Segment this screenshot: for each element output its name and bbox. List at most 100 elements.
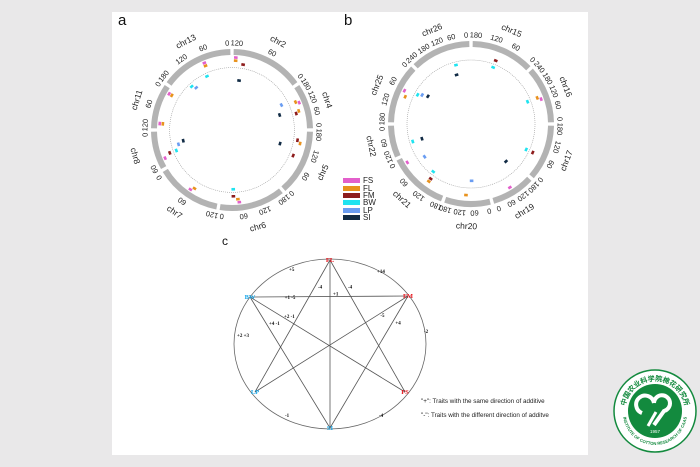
qtl-mark-lp <box>420 92 425 98</box>
qtl-mark-fs <box>233 56 238 59</box>
panel-label-b: b <box>344 12 353 29</box>
tick-label: 120 <box>489 33 504 45</box>
arc-label: -1 <box>285 414 290 419</box>
qtl-mark-fl <box>464 193 468 197</box>
qtl-mark-bw <box>174 148 179 153</box>
tick-label: 120 <box>382 150 395 165</box>
tick-label: 180 <box>469 30 482 40</box>
qtl-mark-fs <box>297 100 302 105</box>
tick-label: 120 <box>429 35 444 48</box>
qtl-mark-bw <box>189 84 194 89</box>
qtl-mark-fl <box>298 141 302 146</box>
arc-label: +2 +3 <box>237 334 249 339</box>
edge-label: +4 -1 <box>269 322 280 327</box>
tick-label: 60 <box>470 208 479 217</box>
qtl-mark-lp <box>469 179 474 183</box>
qtl-mark-fs <box>158 121 162 126</box>
legend-item-fs: FS <box>343 176 376 186</box>
qtl-mark-fl <box>535 95 540 101</box>
edge-label: +4 <box>395 321 401 326</box>
qtl-mark-si <box>503 159 509 164</box>
tick-label: 180 <box>428 199 443 212</box>
qtl-mark-lp <box>176 142 181 147</box>
qtl-mark-bw <box>525 99 530 104</box>
node-si: SI <box>327 425 334 432</box>
node-fm: FM <box>403 293 413 300</box>
chromosome-arc-chr15 <box>472 41 531 71</box>
chromosome-label: chr6 <box>249 220 268 234</box>
qtl-mark-fl <box>236 197 240 201</box>
qtl-mark-fs <box>167 91 172 97</box>
tick-label: 120 <box>547 84 560 99</box>
tick-label: 120 <box>379 92 391 107</box>
qtl-mark-fm <box>167 150 172 156</box>
tick-label: 0 <box>153 80 163 88</box>
tick-label: 60 <box>553 100 564 110</box>
edge-fm-si <box>329 295 409 429</box>
legend-label: FL <box>363 183 373 193</box>
tick-label: 60 <box>510 41 522 53</box>
qtl-mark-lp <box>194 85 199 90</box>
panel-label-c: c <box>222 234 228 248</box>
tick-label: 0 <box>464 31 469 40</box>
node-bw: BW <box>245 294 256 301</box>
qtl-mark-fm <box>530 150 535 155</box>
node-fl: FL <box>326 257 335 264</box>
qtl-mark-si <box>181 138 185 143</box>
legend-swatch <box>343 207 360 213</box>
chromosome-label: chr11 <box>129 88 145 111</box>
chromosome-label: chr5 <box>315 162 331 181</box>
qtl-mark-fm <box>493 58 498 63</box>
legend-item-bw: BW <box>343 198 376 208</box>
qtl-mark-bw <box>453 63 459 67</box>
tick-label: 180 <box>438 203 453 215</box>
chromosome-arc-chr26 <box>413 41 470 69</box>
inner-track-circle <box>406 59 536 189</box>
qtl-mark-fl <box>426 179 432 184</box>
trait-network: +1-4-4+1 -5+2 -1+4 -1-5+4+5+14-2-4-1+2 +… <box>233 257 429 432</box>
tick-label: 0 <box>555 117 564 122</box>
tick-label: 60 <box>312 106 323 116</box>
tick-label: 0 <box>219 212 224 221</box>
tick-label: 60 <box>266 47 278 59</box>
qtl-mark-bw <box>490 65 496 70</box>
edge-label: -5 <box>380 314 385 319</box>
tick-label: 0 <box>388 162 398 170</box>
edge-label: -4 <box>318 285 323 290</box>
qtl-mark-fm <box>291 153 296 158</box>
qtl-mark-bw <box>411 139 415 144</box>
qtl-mark-fs <box>402 88 407 93</box>
qtl-mark-fs <box>188 187 193 192</box>
qtl-mark-fl <box>169 93 174 98</box>
legend-label: LP <box>363 205 373 215</box>
qtl-mark-fm <box>241 63 246 67</box>
legend-label: BW <box>363 198 376 208</box>
chromosome-arc-chr11 <box>151 84 170 129</box>
tick-label: 0 <box>154 173 164 181</box>
tick-label: 60 <box>300 171 312 183</box>
edge-fl-lp <box>254 259 331 393</box>
legend-label: FS <box>363 176 374 186</box>
qtl-mark-fl <box>297 108 301 114</box>
svg-text:1957: 1957 <box>650 429 661 434</box>
edge-label: +2 -1 <box>284 315 295 320</box>
tick-label: 120 <box>306 90 319 105</box>
tick-label: 0 <box>296 72 306 81</box>
qtl-mark-fl <box>203 63 208 68</box>
qtl-mark-bw <box>431 169 436 174</box>
chromosome-arc-chr7 <box>162 168 218 210</box>
legend-swatch <box>343 215 360 221</box>
arc-label: +5 <box>289 268 295 273</box>
tick-label: 0 <box>287 189 296 198</box>
qtl-mark-fm <box>295 138 300 143</box>
chromosome-label: chr21 <box>391 188 414 210</box>
qtl-mark-fs <box>507 185 513 190</box>
qtl-mark-fl <box>161 121 165 126</box>
qtl-mark-fs <box>163 155 168 161</box>
edge-bw-fm <box>249 295 409 298</box>
tick-label: 120 <box>309 149 321 164</box>
chromosome-label: chr4 <box>320 91 335 110</box>
tick-label: 60 <box>379 138 390 148</box>
tick-label: 60 <box>387 75 399 87</box>
qtl-mark-fl <box>233 59 238 63</box>
